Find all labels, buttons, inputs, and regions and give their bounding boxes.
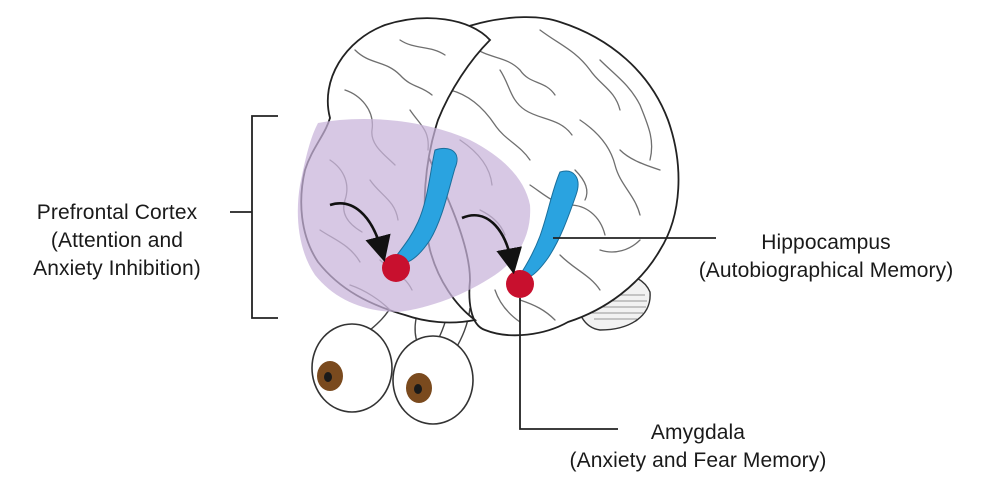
hippocampus-name: Hippocampus (676, 229, 976, 257)
amygdala-left (382, 254, 410, 282)
prefrontal-cortex-function-line1: (Attention and (6, 227, 228, 255)
hippocampus-function: (Autobiographical Memory) (676, 257, 976, 285)
prefrontal-cortex-function-line2: Anxiety Inhibition) (6, 255, 228, 283)
prefrontal-bracket (252, 116, 278, 318)
amygdala-right (506, 270, 534, 298)
hippocampus-label: Hippocampus (Autobiographical Memory) (676, 229, 976, 285)
prefrontal-cortex-name: Prefrontal Cortex (6, 199, 228, 227)
eye-left (312, 324, 392, 412)
amygdala-label: Amygdala (Anxiety and Fear Memory) (543, 419, 853, 475)
eye-right (393, 336, 473, 424)
amygdala-name: Amygdala (543, 419, 853, 447)
amygdala-function: (Anxiety and Fear Memory) (543, 447, 853, 475)
eyes (312, 324, 473, 424)
prefrontal-cortex-label: Prefrontal Cortex (Attention and Anxiety… (6, 199, 228, 283)
